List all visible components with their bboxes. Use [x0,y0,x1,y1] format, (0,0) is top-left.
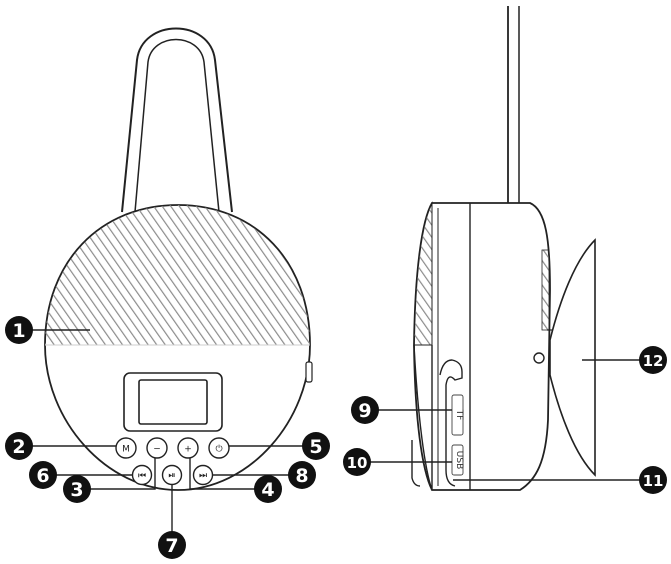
hook-hole [533,352,545,364]
power-button[interactable]: ⏻ [208,437,230,459]
power-icon: ⏻ [215,444,222,455]
volume-up-button[interactable]: + [177,437,199,459]
front-view: M − + ⏻ ⏮ ⏯ ⏭ [32,27,313,533]
next-button[interactable]: ⏭ [192,464,214,486]
callout-4: 4 [254,475,282,503]
callout-6: 6 [29,461,57,489]
callout-7-label: 7 [165,535,178,557]
previous-button[interactable]: ⏮ [131,464,153,486]
callout-8-label: 8 [295,465,308,487]
callout-6-label: 6 [36,465,49,487]
side-strap-inner [518,6,530,213]
callout-12: 12 [639,346,667,374]
play-pause-button[interactable]: ⏯ [161,464,183,486]
side-grill [413,201,433,346]
next-icon: ⏭ [199,471,207,481]
callout-11: 11 [639,466,667,494]
callout-2: 2 [5,432,33,460]
callout-1: 1 [5,316,33,344]
hanging-strap [121,27,233,213]
usb-port-label: USB [454,451,464,469]
callout-5: 5 [302,432,330,460]
side-clip [305,361,313,383]
hanging-strap-inner [134,38,220,213]
callout-9-label: 9 [358,400,371,422]
display-screen [138,379,208,425]
front-leader-lines [32,329,303,533]
callout-9: 9 [351,396,379,424]
callout-4-label: 4 [261,479,274,501]
back-grill [541,249,550,331]
callout-8: 8 [288,461,316,489]
side-view: TF USB [370,6,640,491]
mode-glyph: M [122,445,130,455]
plus-glyph: + [184,445,192,455]
usb-port[interactable]: USB [451,444,464,476]
tf-port[interactable]: TF [451,394,464,436]
mode-button[interactable]: M [115,437,137,459]
minus-glyph: − [153,445,161,455]
port-cover-tab [411,440,421,487]
callout-3: 3 [63,475,91,503]
volume-down-button[interactable]: − [146,437,168,459]
callout-2-label: 2 [12,436,25,458]
side-body [413,202,551,491]
callout-3-label: 3 [70,479,83,501]
callout-5-label: 5 [309,436,322,458]
callout-10: 10 [343,448,371,476]
suction-cup [549,238,596,477]
port-cover [439,359,463,487]
callout-10-label: 10 [347,454,368,472]
play-pause-icon: ⏯ [168,471,175,481]
callout-11-label: 11 [643,472,664,490]
callout-12-label: 12 [643,352,664,370]
callout-1-label: 1 [12,320,25,342]
side-leader-lines [370,359,640,481]
front-panel-edge [413,344,433,491]
previous-icon: ⏮ [138,471,146,481]
speaker-grill [45,205,310,345]
tf-port-label: TF [454,409,464,421]
callout-7: 7 [158,531,186,559]
